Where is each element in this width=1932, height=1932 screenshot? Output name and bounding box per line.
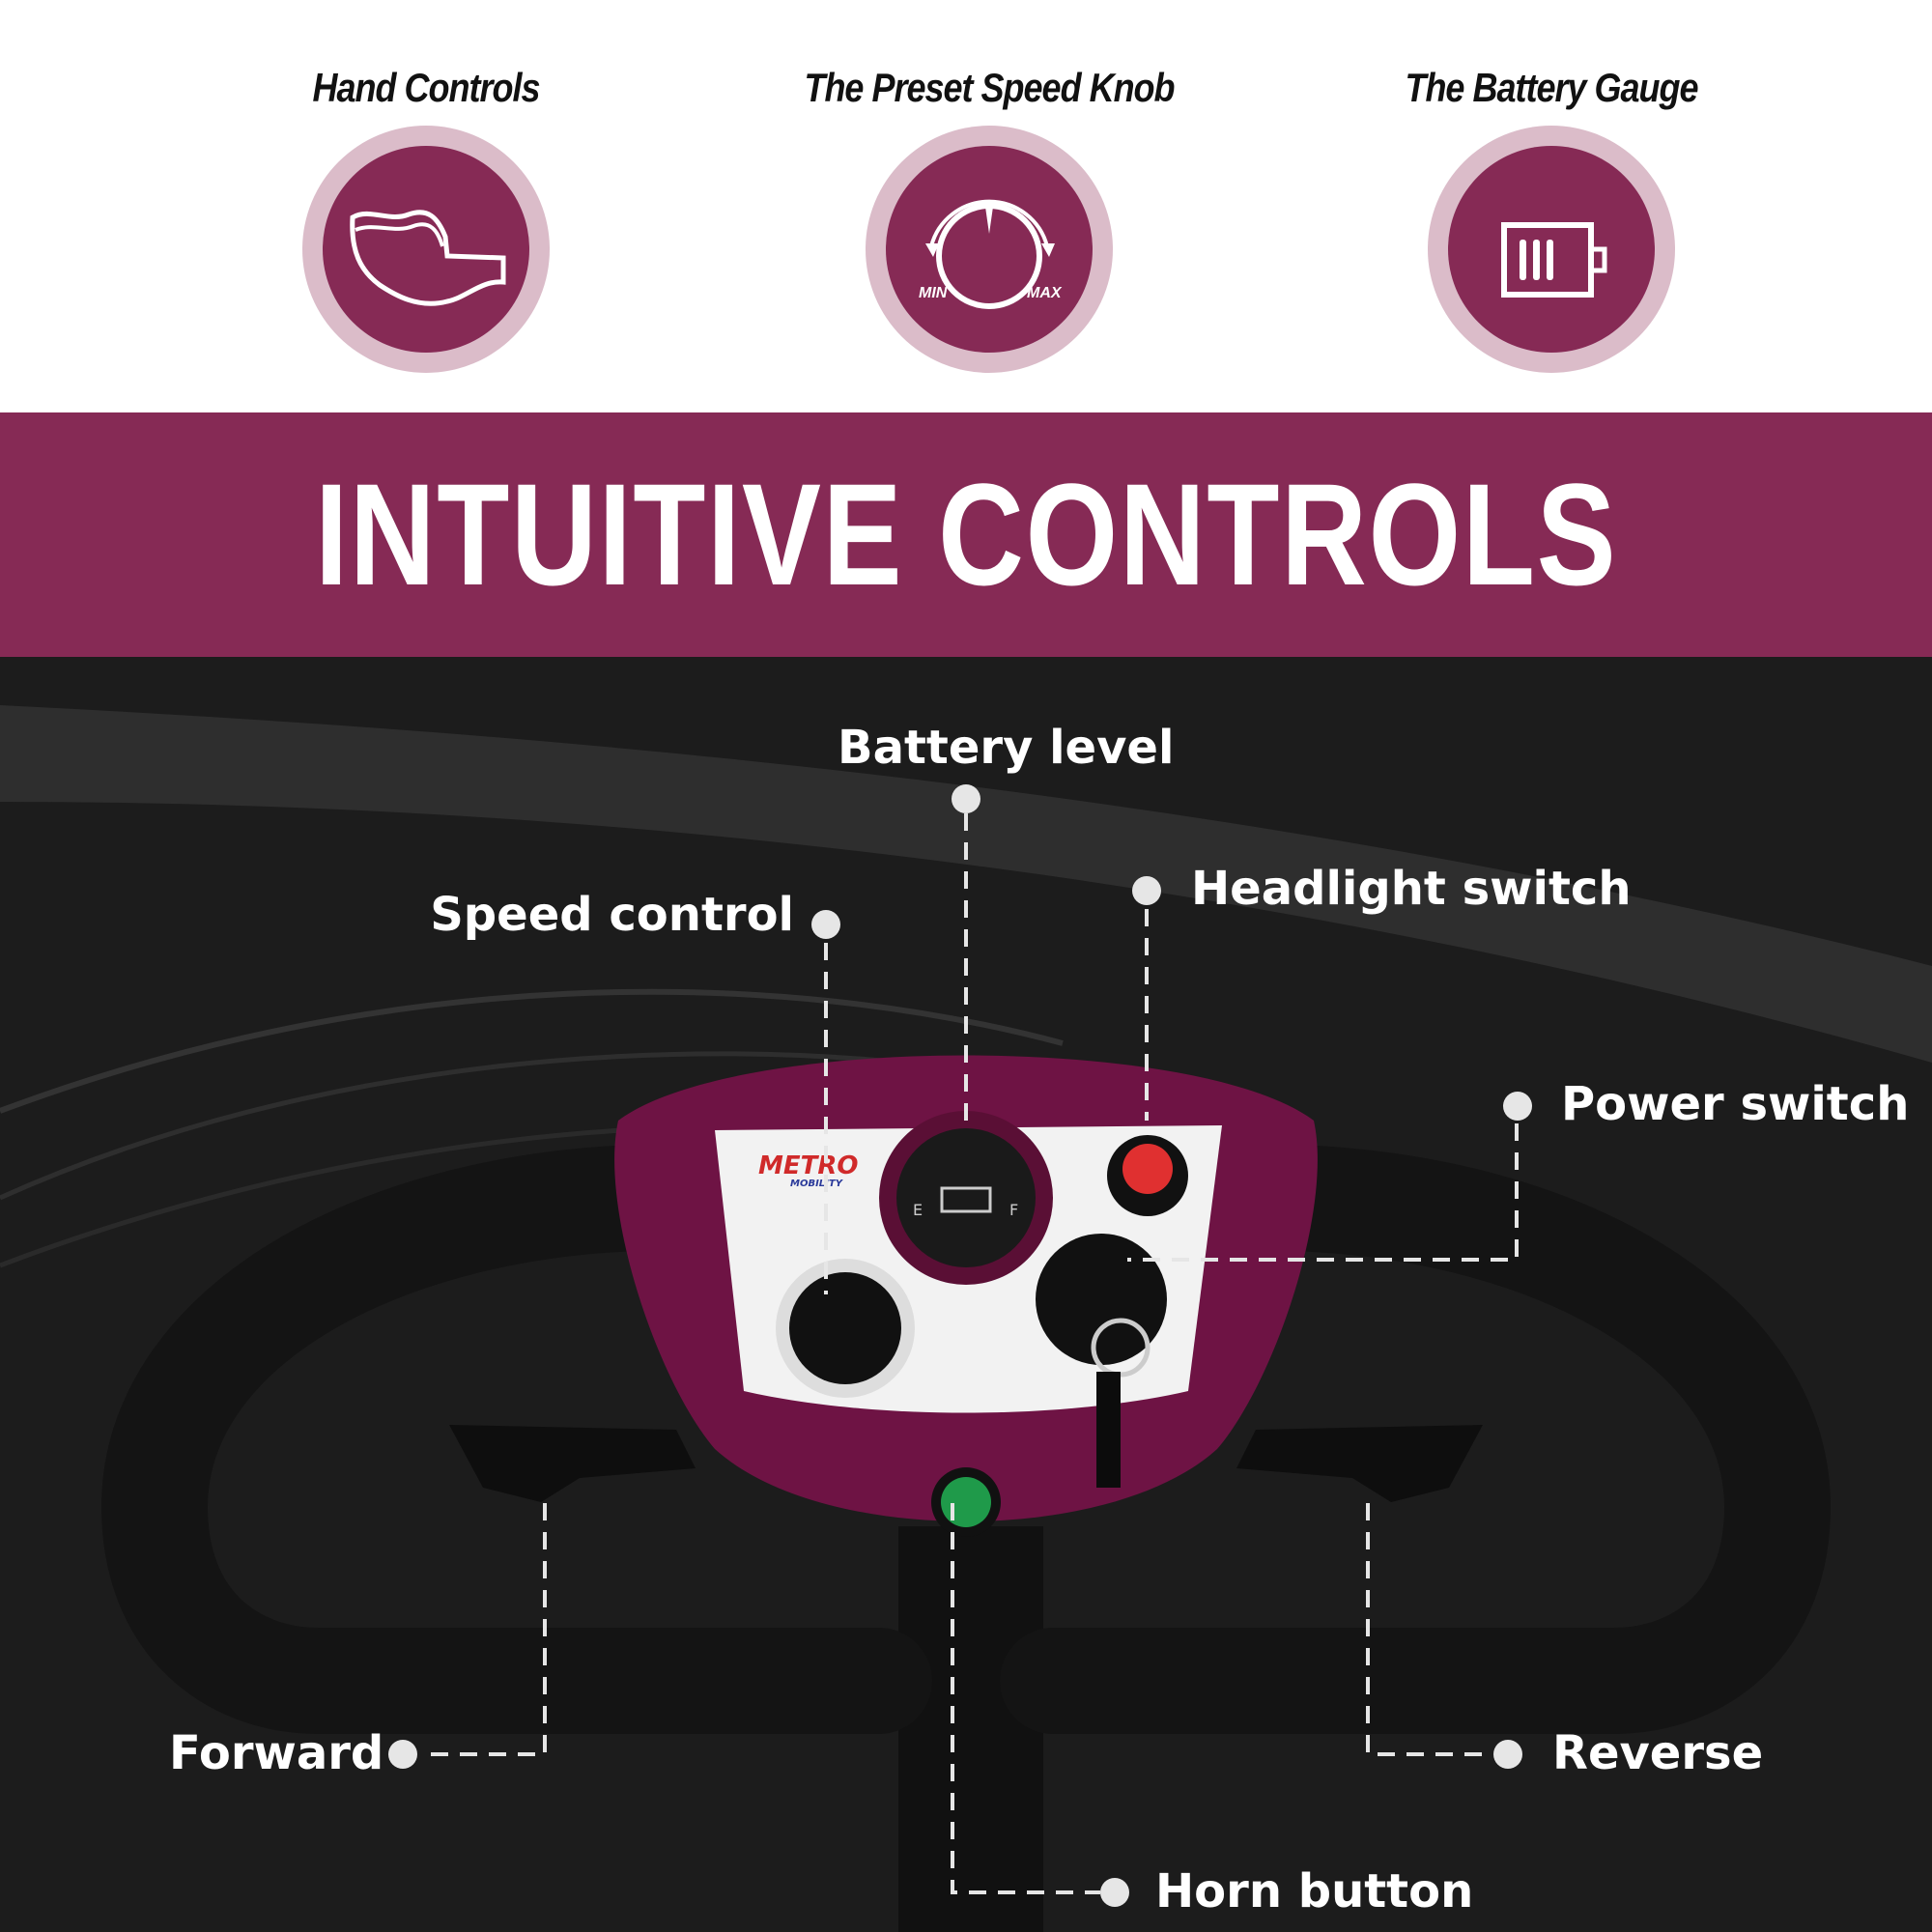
callout-battery-level: Battery level (838, 721, 1175, 775)
min-label: MIN (919, 285, 948, 301)
brand-logo: METRO (758, 1151, 859, 1180)
brand-logo-sub: MOBILITY (790, 1179, 844, 1189)
headlight-switch[interactable] (1122, 1144, 1173, 1194)
scooter-controls-photo: E F METRO MOBILITY Battery level Speed c… (0, 657, 1932, 1932)
horn-button[interactable] (941, 1477, 991, 1527)
hand-grip-icon (302, 126, 550, 373)
max-label: MAX (1027, 285, 1063, 301)
feature-title: The Battery Gauge (1405, 64, 1698, 110)
gauge-empty-label: E (913, 1201, 923, 1219)
callout-dot (1503, 1092, 1532, 1121)
battery-icon (1428, 126, 1675, 373)
callout-forward: Forward (169, 1726, 384, 1780)
power-key-switch[interactable] (1036, 1234, 1167, 1365)
headline-banner: INTUITIVE CONTROLS (0, 412, 1932, 657)
callout-power-switch: Power switch (1561, 1077, 1910, 1131)
leader-lines (419, 813, 1519, 1894)
feature-battery-gauge: The Battery Gauge (1349, 64, 1754, 373)
page-title: INTUITIVE CONTROLS (314, 453, 1618, 615)
callout-dot (1100, 1878, 1129, 1907)
callout-headlight-switch: Headlight switch (1191, 862, 1632, 916)
callout-dot (811, 910, 840, 939)
feature-title: The Preset Speed Knob (804, 64, 1175, 110)
feature-speed-knob: The Preset Speed Knob MIN MAX (786, 64, 1192, 373)
callout-dot (1132, 876, 1161, 905)
callout-horn-button: Horn button (1155, 1864, 1474, 1918)
callout-dot (952, 784, 980, 813)
feature-title: Hand Controls (312, 64, 541, 110)
callout-reverse: Reverse (1552, 1726, 1764, 1780)
scooter-illustration: E F METRO MOBILITY (0, 705, 1932, 1932)
speed-knob[interactable] (789, 1272, 901, 1384)
gauge-full-label: F (1009, 1201, 1018, 1219)
callout-speed-control: Speed control (430, 888, 794, 942)
speed-knob-icon: MIN MAX (866, 126, 1113, 373)
feature-hand-controls: Hand Controls (223, 64, 629, 373)
callout-dot (388, 1740, 417, 1769)
features-section: Hand Controls The Preset Speed Knob MIN … (0, 0, 1932, 412)
callout-dot (1493, 1740, 1522, 1769)
